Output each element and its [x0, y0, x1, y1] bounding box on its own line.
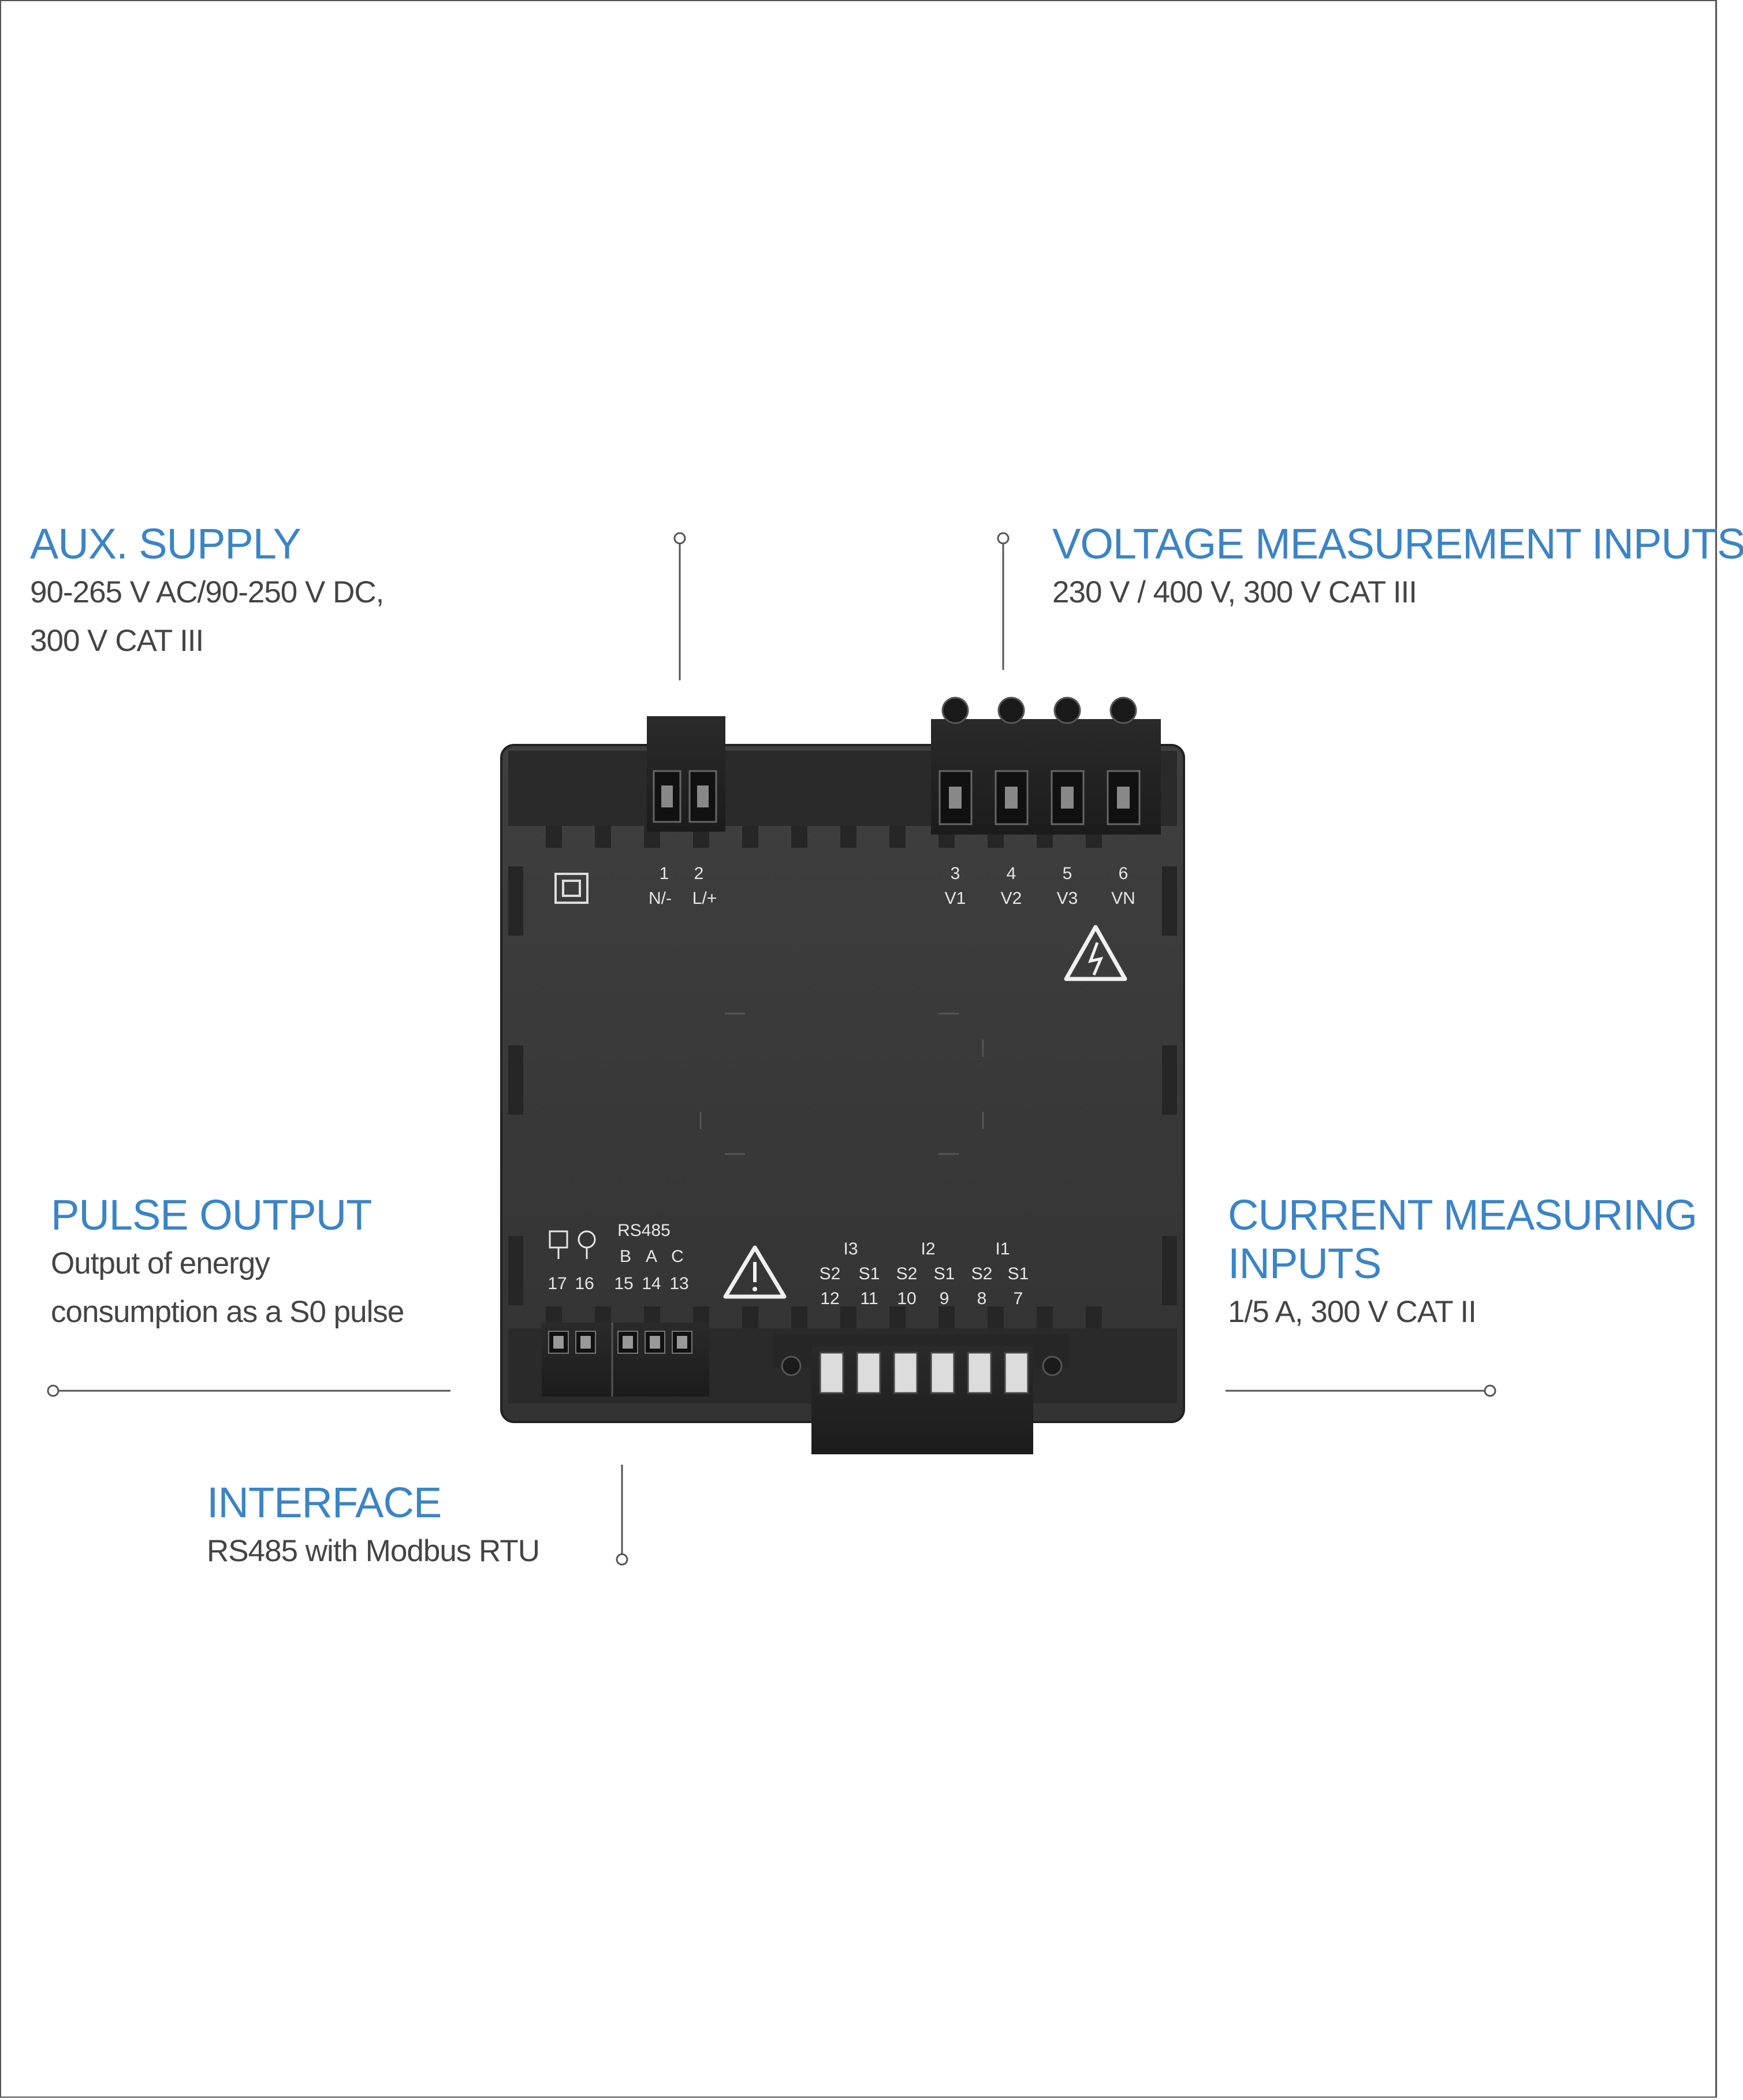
aux-supply-callout: AUX. SUPPLY 90-265 V AC/90-250 V DC, 300…	[30, 520, 384, 665]
current-pin-s1-11: S1	[859, 1264, 880, 1283]
current-leader-dot	[1484, 1384, 1496, 1397]
voltage-inputs-desc: 230 V / 400 V, 300 V CAT III	[1052, 575, 1417, 609]
comb-teeth	[508, 826, 1177, 1328]
terminal-number-7: 7	[1014, 1289, 1023, 1308]
voltage-terminal-slots	[938, 770, 1141, 825]
current-terminal-block	[811, 1346, 1033, 1454]
pulse-output-desc-line1: Output of energy	[51, 1246, 270, 1280]
current-pin-s2-10: S2	[896, 1264, 918, 1283]
pulse-output-callout: PULSE OUTPUT Output of energy consumptio…	[51, 1191, 404, 1336]
rs485-pin-c: C	[671, 1247, 684, 1266]
pulse-output-title: PULSE OUTPUT	[51, 1191, 372, 1239]
terminal-label-v2: V2	[1001, 889, 1022, 908]
terminal-number-13: 13	[669, 1274, 688, 1293]
current-group-i3: I3	[843, 1239, 858, 1258]
terminal-number-15: 15	[614, 1274, 633, 1293]
current-pin-s2-8: S2	[971, 1264, 993, 1283]
pulse-output-leader-dot	[47, 1384, 59, 1397]
aux-terminal-slots	[653, 770, 717, 823]
terminal-number-4: 4	[1007, 864, 1016, 883]
current-block-screw-left	[781, 1356, 802, 1376]
interface-callout: INTERFACE RS485 with Modbus RTU	[207, 1479, 540, 1576]
voltage-inputs-callout: VOLTAGE MEASUREMENT INPUTS 230 V / 400 V…	[1052, 520, 1743, 617]
aux-supply-desc-line2: 300 V CAT III	[30, 624, 204, 658]
terminal-number-10: 10	[897, 1289, 916, 1308]
interface-title: INTERFACE	[207, 1479, 442, 1526]
terminal-number-5: 5	[1063, 864, 1072, 883]
pulse-output-desc-line2: consumption as a S0 pulse	[51, 1295, 404, 1329]
caution-warning-icon	[723, 1245, 787, 1299]
current-pin-s1-9: S1	[934, 1264, 955, 1283]
terminal-label-v3: V3	[1057, 889, 1078, 908]
terminal-number-16: 16	[575, 1274, 594, 1293]
voltage-leader-dot	[997, 532, 1010, 545]
terminal-number-14: 14	[642, 1274, 661, 1293]
leader-lines	[47, 532, 1496, 1566]
current-inputs-title-line1: CURRENT MEASURING	[1228, 1191, 1697, 1239]
aux-supply-leader-dot	[673, 532, 686, 545]
rs485-pin-b: B	[620, 1247, 631, 1266]
rs485-label: RS485	[617, 1221, 671, 1240]
current-pin-s2-12: S2	[820, 1264, 841, 1283]
terminal-number-11: 11	[860, 1289, 878, 1308]
terminal-label-n: N/-	[649, 889, 672, 908]
rs485-pin-a: A	[646, 1247, 657, 1266]
terminal-number-8: 8	[977, 1289, 987, 1308]
current-group-i2: I2	[921, 1239, 935, 1258]
aux-supply-title: AUX. SUPPLY	[30, 520, 301, 568]
terminal-number-2: 2	[694, 864, 704, 883]
terminal-label-vn: VN	[1111, 889, 1135, 908]
high-voltage-warning-icon	[1064, 925, 1127, 981]
current-inputs-title-line2: INPUTS	[1228, 1239, 1381, 1287]
terminal-number-17: 17	[548, 1274, 567, 1293]
center-marks	[699, 1012, 984, 1155]
voltage-inputs-title: VOLTAGE MEASUREMENT INPUTS	[1052, 520, 1743, 568]
terminal-label-v1: V1	[945, 889, 966, 908]
interface-desc: RS485 with Modbus RTU	[207, 1534, 540, 1568]
current-terminal-slots	[819, 1351, 1029, 1394]
terminal-number-12: 12	[820, 1289, 839, 1308]
relay-symbol-icon	[549, 1230, 596, 1259]
terminal-number-6: 6	[1119, 864, 1129, 883]
double-insulation-icon	[554, 873, 589, 904]
current-group-i1: I1	[995, 1239, 1010, 1258]
terminal-number-1: 1	[660, 864, 669, 883]
pulse-interface-terminal-slots	[548, 1331, 692, 1354]
terminal-number-3: 3	[951, 864, 960, 883]
terminal-number-9: 9	[940, 1289, 949, 1308]
voltage-terminal-screws	[941, 697, 1137, 724]
current-pin-s1-7: S1	[1008, 1264, 1029, 1283]
terminal-label-l: L/+	[692, 889, 717, 908]
current-inputs-callout: CURRENT MEASURING INPUTS 1/5 A, 300 V CA…	[1228, 1191, 1697, 1336]
current-block-screw-right	[1042, 1356, 1063, 1376]
current-inputs-desc: 1/5 A, 300 V CAT II	[1228, 1295, 1477, 1329]
interface-leader-dot	[616, 1553, 628, 1566]
aux-supply-desc-line1: 90-265 V AC/90-250 V DC,	[30, 575, 384, 609]
